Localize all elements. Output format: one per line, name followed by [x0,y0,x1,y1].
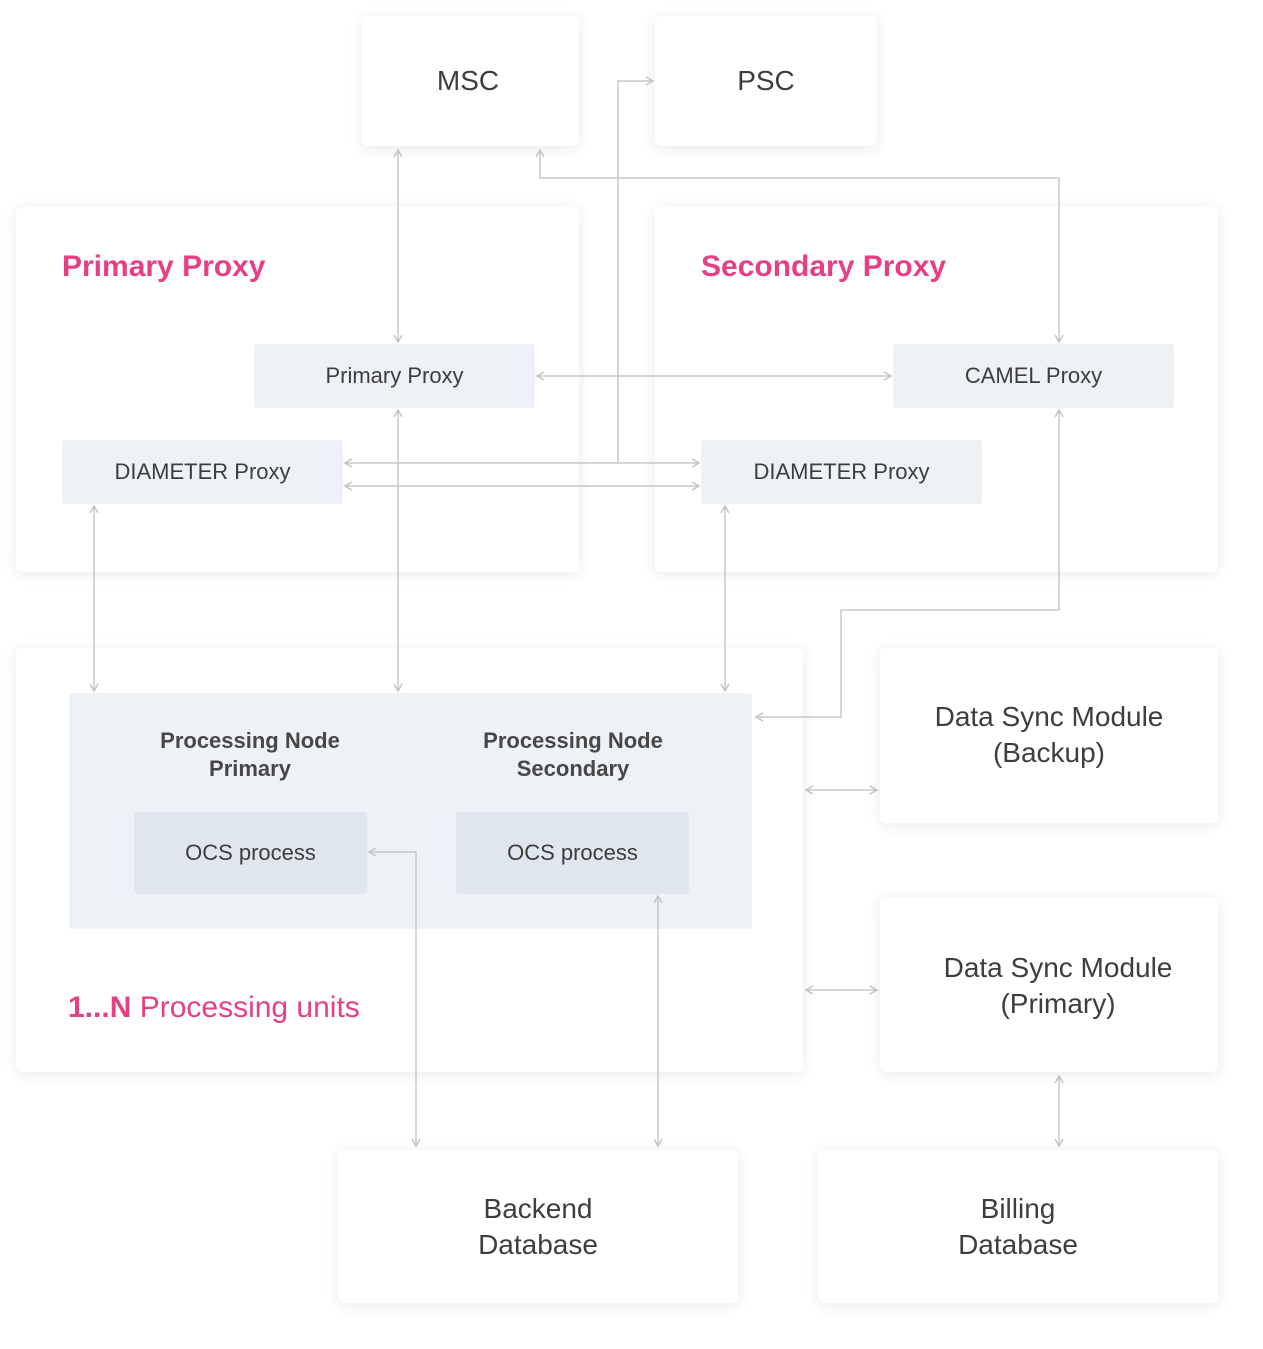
billing-database-card [818,1150,1218,1303]
data-sync-primary-line2: (Primary) [1000,988,1116,1019]
data-sync-primary-card [880,898,1218,1072]
camel-proxy-box: CAMEL Proxy [893,344,1174,408]
backend-database-label: Backend Database [338,1191,738,1263]
processing-units-text: Processing units [131,991,360,1024]
processing-node-secondary-line2: Secondary [516,756,630,781]
data-sync-backup-line2: (Backup) [992,737,1106,768]
data-sync-primary-label: Data Sync Module (Primary) [889,950,1227,1022]
camel-processing-connector [754,408,1064,722]
processing-node-primary-line2: Primary [209,756,291,781]
backend-database-card [338,1150,738,1303]
psc-label: PSC [737,65,795,96]
billing-database-line1: Billing [980,1193,1056,1224]
backend-database-line2: Database [478,1229,598,1260]
diameter-proxy-primary-box: DIAMETER Proxy [62,440,343,504]
backend-database-line1: Backend [483,1193,593,1224]
psc-connector [617,76,655,463]
ocs-process-secondary-box: OCS process [456,812,689,894]
primary-proxy-section-label: Primary Proxy [62,250,266,283]
ocs-process-primary-box: OCS process [134,812,367,894]
primary-proxy-box: Primary Proxy [254,344,535,408]
psc-card [655,16,877,146]
msc-camel-proxy-connector [535,148,1064,344]
msc-label: MSC [436,65,500,96]
ocs-primary-backend-connector [367,847,421,1148]
processing-node-secondary-title: Processing Node Secondary [453,727,693,783]
data-sync-primary-line1: Data Sync Module [943,952,1173,983]
processing-units-label: 1...N Processing units [68,991,360,1025]
processing-node-primary-line1: Processing Node [160,728,340,753]
billing-database-label: Billing Database [818,1191,1218,1263]
msc-card [362,16,579,146]
processing-units-count: 1...N [68,991,132,1024]
billing-database-line2: Database [958,1229,1078,1260]
processing-node-secondary-line1: Processing Node [483,728,663,753]
processing-node-primary-title: Processing Node Primary [130,727,370,783]
